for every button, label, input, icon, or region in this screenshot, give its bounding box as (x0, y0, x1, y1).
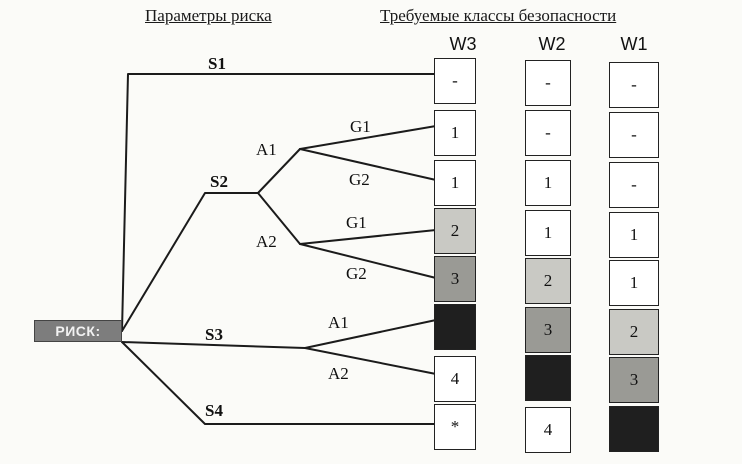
cell-w1-7: 3 (609, 357, 659, 403)
cell-w3-7: 4 (434, 356, 476, 402)
cell-w1-1: - (609, 62, 659, 108)
cell-w2-4: 1 (525, 210, 571, 256)
cell-value: - (545, 123, 551, 142)
branch-s4 (121, 341, 437, 425)
label-s2-a2-g1: G1 (346, 213, 367, 232)
cell-value: 1 (629, 225, 639, 244)
cell-value: - (631, 175, 637, 194)
cell-value: 1 (450, 123, 460, 142)
branch-s2-a1 (257, 148, 301, 194)
cell-value: 2 (629, 322, 639, 341)
cell-value: - (631, 125, 637, 144)
branch-s3-a2 (304, 347, 437, 375)
cell-value: - (631, 75, 637, 94)
cell-w3-8: * (434, 404, 476, 450)
branch-s2-a1-g2 (299, 148, 437, 181)
label-s2-a1: A1 (256, 140, 277, 159)
cell-w1-2: - (609, 112, 659, 158)
cell-w2-2: - (525, 110, 571, 156)
label-s4: S4 (205, 401, 223, 420)
label-s3-a2: A2 (328, 364, 349, 383)
label-s2-a2: A2 (256, 232, 277, 251)
cell-value: 1 (543, 223, 553, 242)
label-s3-a1: A1 (328, 313, 349, 332)
label-s2: S2 (210, 172, 228, 191)
branch-s3-a1 (304, 319, 437, 349)
column-header-w1: W1 (620, 34, 648, 54)
cell-w2-1: - (525, 60, 571, 106)
cell-w1-6: 2 (609, 309, 659, 355)
cell-w1-4: 1 (609, 212, 659, 258)
safety-classes-title: Требуемые классы безопасности (380, 6, 617, 25)
cell-w3-1: - (434, 58, 476, 104)
branch-s3 (121, 341, 306, 349)
cell-value: - (545, 73, 551, 92)
cell-value: 1 (450, 173, 460, 192)
cell-w3-5: 3 (434, 256, 476, 302)
column-header-w2: W2 (538, 34, 566, 54)
cell-w3-4: 2 (434, 208, 476, 254)
risk-params-title: Параметры риска (145, 6, 272, 25)
cell-w1-5: 1 (609, 260, 659, 306)
cell-value: 4 (543, 420, 553, 439)
cell-value: 1 (543, 173, 553, 192)
cell-value: 3 (543, 320, 553, 339)
branch-s2-a2-g1 (299, 229, 437, 245)
cell-value: * (450, 417, 460, 436)
cell-w2-7 (525, 355, 571, 401)
cell-value: 3 (629, 370, 639, 389)
cell-w3-3: 1 (434, 160, 476, 206)
risk-root-label: РИСК: (34, 320, 122, 342)
cell-w2-3: 1 (525, 160, 571, 206)
cell-value: 3 (450, 269, 460, 288)
cell-w3-2: 1 (434, 110, 476, 156)
cell-w3-6 (434, 304, 476, 350)
branch-s1 (121, 73, 446, 332)
cell-value: - (452, 71, 458, 90)
cell-w2-5: 2 (525, 258, 571, 304)
cell-value: 1 (629, 273, 639, 292)
cell-w1-8 (609, 406, 659, 452)
label-s1: S1 (208, 54, 226, 73)
cell-w1-3: - (609, 162, 659, 208)
branch-s2-a1-g1 (299, 125, 437, 150)
cell-w2-6: 3 (525, 307, 571, 353)
label-s2-a2-g2: G2 (346, 264, 367, 283)
cell-w2-8: 4 (525, 407, 571, 453)
branch-s2-a2 (257, 192, 301, 245)
cell-value: 2 (450, 221, 460, 240)
label-s3: S3 (205, 325, 223, 344)
cell-value: 4 (450, 369, 460, 388)
column-header-w3: W3 (449, 34, 477, 54)
label-s2-a1-g1: G1 (350, 117, 371, 136)
cell-value: 2 (543, 271, 553, 290)
branch-s2 (121, 192, 259, 332)
branch-s2-a2-g2 (299, 243, 437, 279)
label-s2-a1-g2: G2 (349, 170, 370, 189)
